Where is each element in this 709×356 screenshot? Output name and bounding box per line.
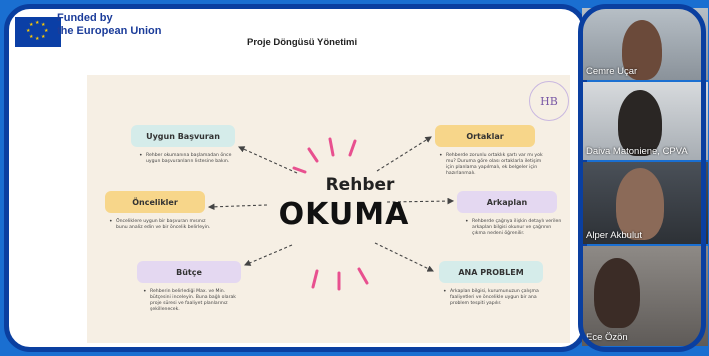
eu-flag-icon: ★ ★ ★ ★ ★ ★ ★ ★ xyxy=(15,17,61,47)
participant-tile[interactable]: Daiva Matoniene, CPVA xyxy=(582,82,708,160)
center-title-rehber: Rehber xyxy=(325,175,395,195)
participant-tile[interactable]: Alper Akbulut xyxy=(582,162,708,244)
arrow-butce xyxy=(243,244,293,266)
node-butce: Bütçe xyxy=(137,261,241,283)
participant-name: Ece Özön xyxy=(586,332,628,343)
participant-tile[interactable]: Ece Özön xyxy=(582,246,708,346)
participant-name: Daiva Matoniene, CPVA xyxy=(586,146,688,157)
eu-line-1: Funded by xyxy=(57,12,113,24)
node-ortaklar: Ortaklar xyxy=(435,125,535,147)
note-ortaklar: Rehberde zorunlu ortaklık şartı var mı y… xyxy=(439,153,543,177)
slide-canvas: HB Rehber OKUMA Uygun Başvuran Rehber ok… xyxy=(87,75,570,343)
hb-logo: HB xyxy=(529,81,569,121)
mindmap-arrows xyxy=(207,136,455,291)
arrow-oncelikler xyxy=(207,203,268,211)
arrow-arkaplan xyxy=(386,197,455,205)
participant-video xyxy=(594,258,640,328)
participant-video xyxy=(622,20,662,80)
participant-tile[interactable]: Cemre Uçar xyxy=(582,8,708,80)
arrow-ana-problem xyxy=(374,242,434,272)
participant-name: Alper Akbulut xyxy=(586,230,642,241)
burst-marks xyxy=(292,137,369,291)
participant-name: Cemre Uçar xyxy=(586,66,638,77)
note-oncelikler: Önceliklere uygun bir başvuran mısınız b… xyxy=(109,219,213,231)
eu-line-2: the European Union xyxy=(57,25,162,37)
shared-screen: ★ ★ ★ ★ ★ ★ ★ ★ Funded by the European U… xyxy=(4,4,587,352)
presentation-title: Proje Döngüsü Yönetimi xyxy=(247,37,358,48)
arrow-uygun xyxy=(237,146,298,174)
note-butce: Rehberin belirlediği Max. ve Min. bütçes… xyxy=(143,289,243,313)
participant-video xyxy=(618,90,662,156)
participant-video xyxy=(616,168,664,240)
node-arkaplan: Arkaplan xyxy=(457,191,557,213)
eu-funding-label: Funded by the European Union xyxy=(57,12,162,38)
arrow-ortaklar xyxy=(376,136,432,172)
node-ana-problem: ANA PROBLEM xyxy=(439,261,543,283)
node-oncelikler: Öncelikler xyxy=(105,191,205,213)
note-uygun-basvuran: Rehber okumanına başlamadan önce uygun b… xyxy=(139,153,239,165)
node-uygun-basvuran: Uygun Başvuran xyxy=(131,125,235,147)
note-ana-problem: Arkaplan bilgisi, kurumunuzun çalışma fa… xyxy=(443,289,543,307)
note-arkaplan: Rehberde çağrıya ilişkin detaylı verilen… xyxy=(465,219,563,237)
center-title-okuma: OKUMA xyxy=(278,197,410,232)
